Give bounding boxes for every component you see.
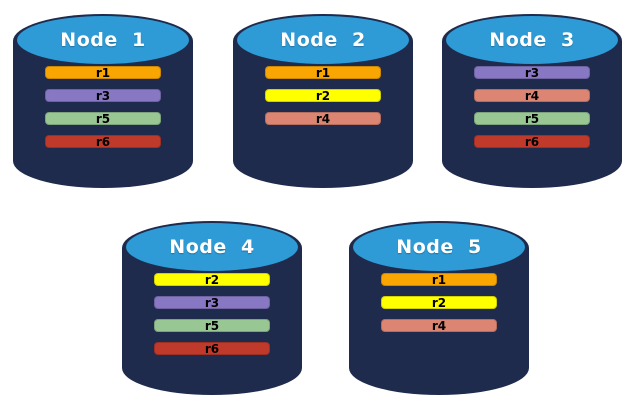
node-cylinder-4: Node 4 r2 r3 r5 r6 — [122, 214, 302, 397]
replica-list: r1 r2 r4 — [265, 66, 381, 135]
replica-bar-r3: r3 — [474, 66, 590, 79]
replica-label: r2 — [204, 273, 220, 287]
node-label: Node 2 — [280, 29, 366, 51]
node-label: Node 1 — [60, 29, 146, 51]
replica-bar-r5: r5 — [154, 319, 270, 332]
replica-bar-r1: r1 — [265, 66, 381, 79]
replica-label: r2 — [431, 296, 447, 310]
node-cylinder-2: Node 2 r1 r2 r4 — [233, 7, 413, 190]
replica-label: r4 — [524, 89, 540, 103]
replica-label: r5 — [524, 112, 540, 126]
replica-bar-r4: r4 — [474, 89, 590, 102]
replica-label: r3 — [95, 89, 111, 103]
node-label: Node 3 — [489, 29, 575, 51]
replica-list: r3 r4 r5 r6 — [474, 66, 590, 158]
replica-label: r6 — [524, 135, 540, 149]
replica-label: r6 — [95, 135, 111, 149]
replica-bar-r3: r3 — [45, 89, 161, 102]
node-label: Node 4 — [169, 236, 255, 258]
node-cylinder-5: Node 5 r1 r2 r4 — [349, 214, 529, 397]
replica-bar-r6: r6 — [474, 135, 590, 148]
replica-bar-r1: r1 — [381, 273, 497, 286]
replica-bar-r5: r5 — [45, 112, 161, 125]
replica-list: r1 r2 r4 — [381, 273, 497, 342]
replica-label: r2 — [315, 89, 331, 103]
database-cylinder-icon — [349, 221, 529, 395]
replica-bar-r2: r2 — [265, 89, 381, 102]
replica-label: r1 — [95, 66, 111, 80]
replica-list: r2 r3 r5 r6 — [154, 273, 270, 365]
replica-label: r4 — [315, 112, 331, 126]
replica-bar-r5: r5 — [474, 112, 590, 125]
replica-bar-r3: r3 — [154, 296, 270, 309]
replica-label: r5 — [204, 319, 220, 333]
replica-bar-r2: r2 — [154, 273, 270, 286]
node-cylinder-1: Node 1 r1 r3 r5 r6 — [13, 7, 193, 190]
replica-bar-r4: r4 — [265, 112, 381, 125]
replica-label: r4 — [431, 319, 447, 333]
replica-bar-r1: r1 — [45, 66, 161, 79]
replica-list: r1 r3 r5 r6 — [45, 66, 161, 158]
replica-bar-r2: r2 — [381, 296, 497, 309]
node-cylinder-3: Node 3 r3 r4 r5 r6 — [442, 7, 622, 190]
replica-label: r1 — [431, 273, 447, 287]
node-label: Node 5 — [396, 236, 482, 258]
replica-label: r6 — [204, 342, 220, 356]
replica-bar-r6: r6 — [154, 342, 270, 355]
replica-label: r3 — [524, 66, 540, 80]
replica-label: r1 — [315, 66, 331, 80]
replica-bar-r4: r4 — [381, 319, 497, 332]
replica-bar-r6: r6 — [45, 135, 161, 148]
replica-label: r5 — [95, 112, 111, 126]
replica-label: r3 — [204, 296, 220, 310]
